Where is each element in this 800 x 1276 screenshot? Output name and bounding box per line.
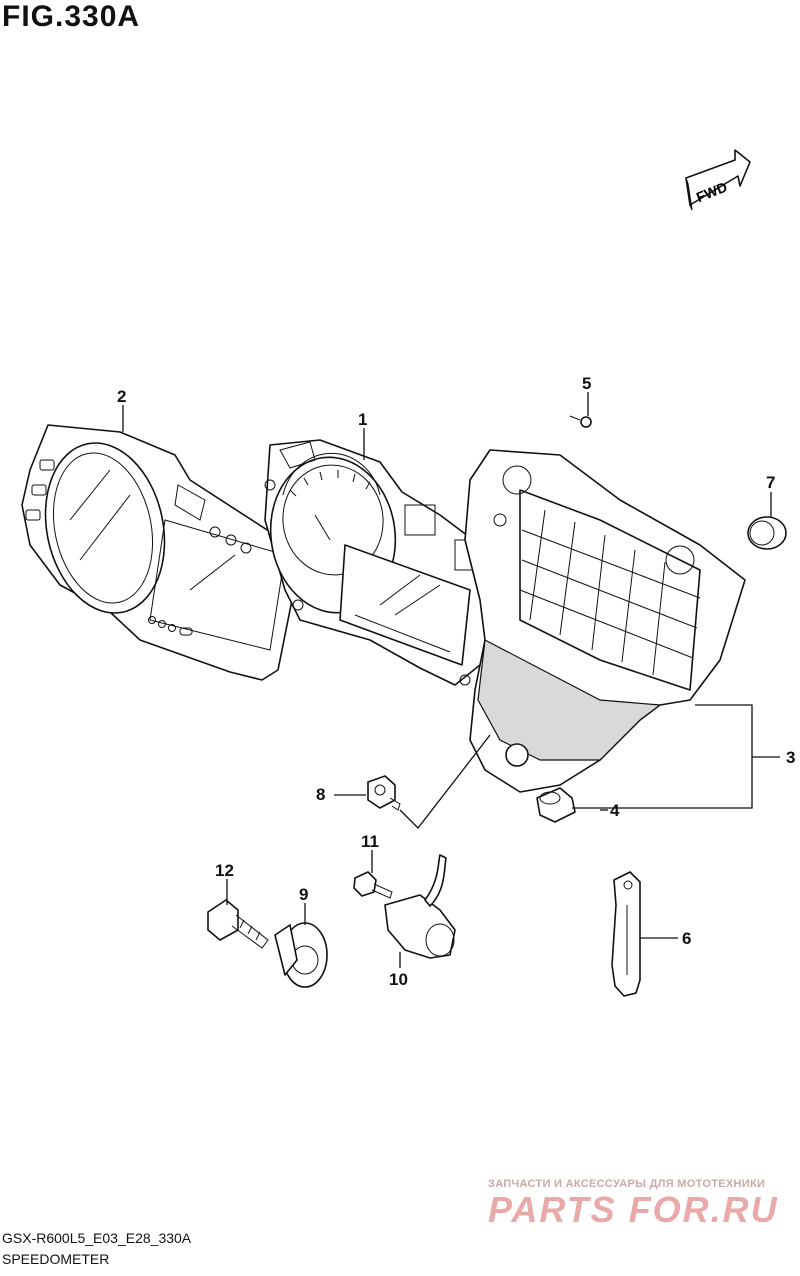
callout-1: 1: [358, 410, 367, 429]
diagram-footer: GSX-R600L5_E03_E28_330A SPEEDOMETER: [2, 1228, 191, 1270]
part-10-speed-sensor: [384, 854, 456, 959]
part-8-bolt: [367, 775, 401, 811]
part-9-collar: [274, 922, 328, 988]
part-7-cap: [747, 516, 787, 550]
part-4-grommet: [536, 787, 576, 823]
callout-12: 12: [215, 861, 234, 880]
callout-7: 7: [766, 473, 775, 492]
callout-3: 3: [786, 748, 795, 767]
fwd-direction-arrow-icon: FWD: [685, 149, 751, 211]
callout-9: 9: [299, 885, 308, 904]
part-1-meter-assembly: [264, 439, 501, 686]
part-2-meter-cover: [21, 424, 301, 681]
callout-6: 6: [682, 929, 691, 948]
callout-labels: 2 1 5 7 3 4 8 6 11 12 9 10: [117, 374, 795, 989]
part-12-bolt: [207, 899, 269, 949]
figure-title: FIG.330A: [2, 0, 141, 33]
watermark: ЗАПЧАСТИ И АКСЕССУАРЫ ДЛЯ МОТОТЕХНИКИ PA…: [488, 1178, 779, 1230]
callout-10: 10: [389, 970, 408, 989]
model-code: GSX-R600L5_E03_E28_330A: [2, 1230, 192, 1246]
part-11-screw: [353, 871, 393, 899]
callout-5: 5: [582, 374, 591, 393]
watermark-brand: PARTS FOR.RU: [488, 1189, 779, 1230]
callout-4: 4: [610, 801, 620, 820]
section-name: SPEEDOMETER: [2, 1251, 110, 1267]
part-6-band: [611, 871, 641, 997]
part-3-meter-bracket: [464, 449, 746, 793]
leader-lines: [122, 392, 780, 968]
part-5-screw: [569, 415, 592, 428]
callout-8: 8: [316, 785, 325, 804]
callout-11: 11: [361, 832, 379, 851]
watermark-caption: ЗАПЧАСТИ И АКСЕССУАРЫ ДЛЯ МОТОТЕХНИКИ: [488, 1178, 766, 1190]
callout-2: 2: [117, 387, 126, 406]
